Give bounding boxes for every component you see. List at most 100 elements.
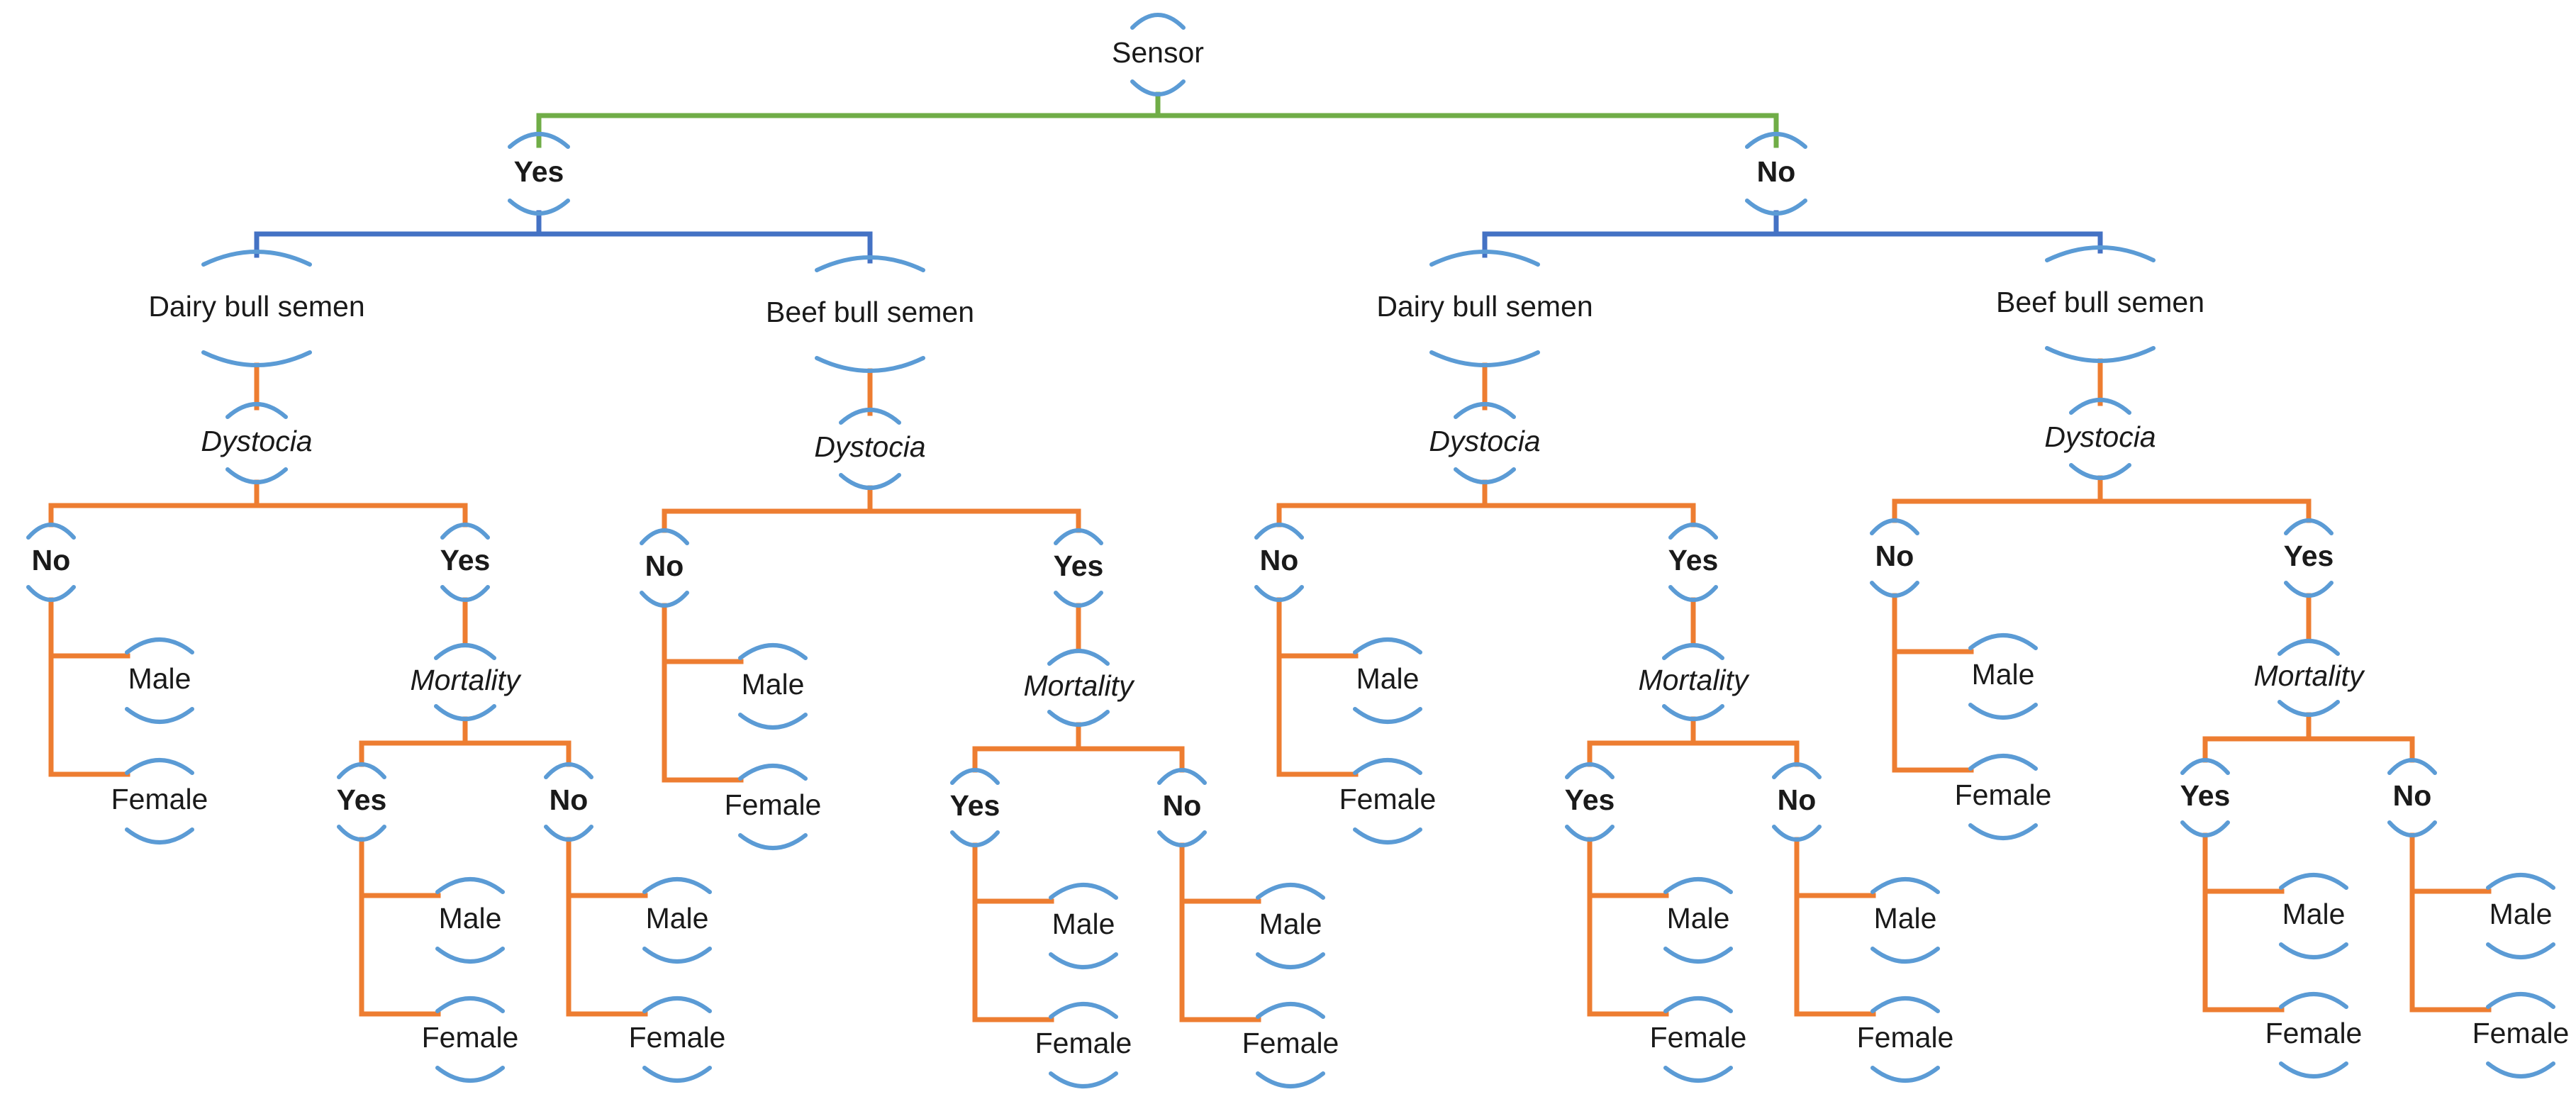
- node-bracket-top: [440, 523, 490, 540]
- node-bracket-top: [642, 877, 712, 894]
- node-label: Male: [2489, 898, 2553, 930]
- node-bracket-top: [815, 255, 925, 272]
- node-label: Dairy bull semen: [148, 290, 364, 323]
- node-label: No: [32, 544, 71, 576]
- outcome-male: Male: [738, 643, 808, 730]
- node-label: Male: [1356, 662, 1420, 695]
- mortality-yes-node: Yes: [1565, 762, 1615, 842]
- mortality-node: Mortality: [2254, 639, 2365, 717]
- node-bracket-bottom: [1663, 947, 1733, 964]
- node-bracket-top: [2486, 873, 2555, 890]
- node-bracket-top: [1663, 877, 1733, 894]
- outcome-male: Male: [125, 637, 194, 724]
- node-bracket-bottom: [1429, 350, 1540, 367]
- outcome-female: Female: [1857, 996, 1953, 1083]
- node-label: Female: [629, 1021, 726, 1054]
- outcome-female: Female: [1035, 1002, 1132, 1088]
- node-bracket-top: [1668, 523, 1718, 540]
- node-bracket-top: [435, 996, 505, 1013]
- node-label: Male: [1052, 908, 1115, 940]
- node-label: Yes: [2180, 779, 2231, 812]
- node-label: Mortality: [2254, 659, 2365, 692]
- node-bracket-bottom: [1968, 823, 2038, 840]
- root-node: Sensor: [1112, 13, 1204, 96]
- node-bracket-top: [1968, 754, 2038, 771]
- node-bracket-bottom: [1157, 830, 1207, 847]
- node-bracket-bottom: [2486, 942, 2555, 959]
- node-label: Yes: [1668, 544, 1719, 576]
- node-bracket-top: [225, 402, 288, 419]
- outcome-female: Female: [1242, 1002, 1339, 1088]
- node-bracket-bottom: [738, 833, 808, 850]
- node-label: Mortality: [1639, 664, 1750, 696]
- dystocia-node: Dystocia: [2044, 398, 2156, 480]
- dystocia-no-node: No: [26, 523, 76, 602]
- node-bracket-top: [2279, 873, 2348, 890]
- node-bracket-bottom: [640, 591, 689, 608]
- node-bracket-top: [434, 643, 496, 660]
- node-bracket-bottom: [440, 585, 490, 602]
- mortality-node: Mortality: [411, 643, 522, 721]
- node-bracket-top: [508, 132, 570, 149]
- node-bracket-top: [1772, 762, 1822, 779]
- node-bracket-bottom: [2045, 346, 2156, 363]
- dystocia-yes-node: Yes: [2284, 518, 2334, 598]
- dystocia-yes-node: Yes: [1668, 523, 1719, 602]
- mortality-node: Mortality: [1639, 643, 1750, 721]
- outcome-female: Female: [2472, 992, 2569, 1078]
- node-bracket-bottom: [1256, 952, 1325, 969]
- node-label: No: [1260, 544, 1299, 576]
- node-bracket-top: [2284, 518, 2334, 535]
- dystocia-node: Dystocia: [1429, 402, 1541, 484]
- node-bracket-bottom: [1254, 585, 1304, 602]
- node-bracket-top: [1565, 762, 1615, 779]
- outcome-female: Female: [422, 996, 518, 1083]
- node-bracket-top: [950, 768, 1000, 785]
- node-bracket-bottom: [337, 825, 386, 842]
- node-bracket-bottom: [2279, 1061, 2348, 1078]
- node-bracket-bottom: [225, 467, 288, 484]
- node-bracket-bottom: [2486, 1061, 2555, 1078]
- mortality-no-node: No: [544, 762, 593, 842]
- node-bracket-bottom: [2387, 820, 2437, 837]
- node-label: Mortality: [1024, 669, 1135, 702]
- node-label: No: [2393, 779, 2432, 812]
- node-bracket-bottom: [1662, 704, 1724, 721]
- node-bracket-top: [1429, 250, 1540, 267]
- node-bracket-top: [1256, 1002, 1325, 1019]
- node-bracket-bottom: [1663, 1066, 1733, 1083]
- node-label: Yes: [337, 784, 387, 816]
- node-label: Dystocia: [201, 425, 312, 457]
- dystocia-yes-node: Yes: [440, 523, 490, 602]
- mortality-node: Mortality: [1024, 649, 1135, 727]
- node-label: Male: [2282, 898, 2346, 930]
- node-bracket-top: [2486, 992, 2555, 1009]
- node-bracket-top: [2180, 758, 2230, 775]
- node-bracket-top: [640, 528, 689, 545]
- node-bracket-top: [839, 408, 901, 425]
- node-bracket-bottom: [1049, 1071, 1118, 1088]
- decision-no: No: [1745, 132, 1807, 216]
- node-label: Dystocia: [1429, 425, 1540, 457]
- node-bracket-bottom: [1130, 79, 1186, 96]
- node-bracket-bottom: [1353, 827, 1422, 844]
- tree-connectors: [48, 91, 2492, 1022]
- node-bracket-top: [125, 758, 194, 775]
- semen-dairy-bull-semen: Dairy bull semen: [148, 250, 365, 367]
- node-bracket-bottom: [1745, 199, 1807, 216]
- node-bracket-top: [1130, 13, 1186, 30]
- mortality-no-node: No: [1772, 762, 1822, 842]
- node-bracket-bottom: [1049, 952, 1118, 969]
- node-bracket-bottom: [1353, 707, 1422, 724]
- node-label: Male: [1667, 902, 1730, 935]
- node-bracket-bottom: [2180, 820, 2230, 837]
- node-label: Male: [1259, 908, 1322, 940]
- node-label: Yes: [950, 789, 1000, 822]
- dystocia-no-node: No: [1254, 523, 1304, 602]
- outcome-male: Male: [2486, 873, 2555, 959]
- node-bracket-bottom: [201, 350, 312, 367]
- node-label: Female: [2265, 1017, 2363, 1049]
- node-bracket-bottom: [508, 199, 570, 216]
- node-label: Dystocia: [814, 430, 925, 463]
